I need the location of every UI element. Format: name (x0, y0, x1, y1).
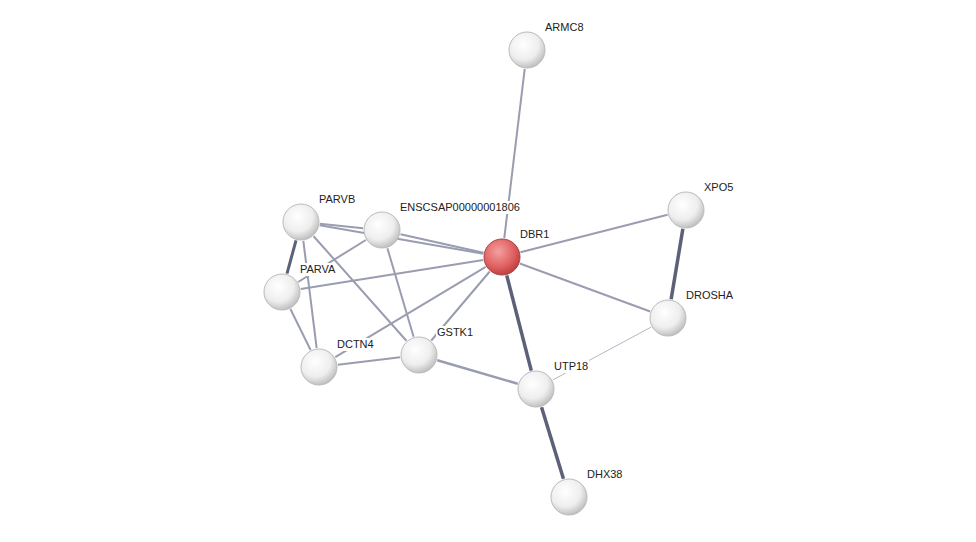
node-label: GSTK1 (436, 326, 474, 339)
interaction-line (320, 224, 363, 228)
interaction-line (507, 275, 532, 370)
node-label: XPO5 (703, 181, 734, 194)
node-label: DROSHA (685, 289, 734, 302)
interaction-line (287, 240, 296, 273)
interaction-line (303, 241, 316, 348)
interaction-line (314, 236, 407, 341)
protein-node: ARMC8 (508, 31, 546, 69)
interaction-line (387, 248, 413, 337)
protein-node: UTP18 (517, 370, 555, 408)
interaction-line (298, 240, 366, 282)
node-label: ENSCSAP00000001806 (399, 201, 521, 214)
protein-node: DCTN4 (300, 348, 338, 386)
interaction-line (290, 309, 310, 350)
node-circle (483, 238, 521, 276)
protein-node: DBR1 (483, 238, 521, 276)
protein-node: PARVB (282, 203, 320, 241)
interaction-line (320, 225, 484, 253)
interaction-line (338, 357, 400, 364)
interaction-line (520, 264, 650, 312)
node-circle (400, 336, 438, 374)
node-circle (667, 191, 705, 229)
protein-node: GSTK1 (400, 336, 438, 374)
node-circle (282, 203, 320, 241)
node-circle (263, 273, 301, 311)
node-label: PARVB (318, 193, 356, 206)
node-label: DHX38 (586, 468, 623, 481)
protein-node: ENSCSAP00000001806 (363, 211, 401, 249)
interaction-line (437, 360, 518, 383)
node-label: PARVA (299, 263, 336, 276)
node-label: UTP18 (553, 360, 589, 373)
interaction-line (671, 229, 683, 300)
protein-node: DROSHA (649, 299, 687, 337)
node-circle (363, 211, 401, 249)
node-label: DBR1 (519, 228, 550, 241)
interaction-line (542, 407, 564, 479)
node-label: ARMC8 (544, 21, 585, 34)
node-label: DCTN4 (336, 338, 375, 351)
node-circle (649, 299, 687, 337)
node-circle (550, 478, 588, 516)
node-circle (517, 370, 555, 408)
protein-node: DHX38 (550, 478, 588, 516)
protein-node: PARVA (263, 273, 301, 311)
interaction-line (401, 234, 484, 253)
protein-node: XPO5 (667, 191, 705, 229)
node-circle (300, 348, 338, 386)
node-circle (508, 31, 546, 69)
interaction-line (553, 327, 652, 380)
